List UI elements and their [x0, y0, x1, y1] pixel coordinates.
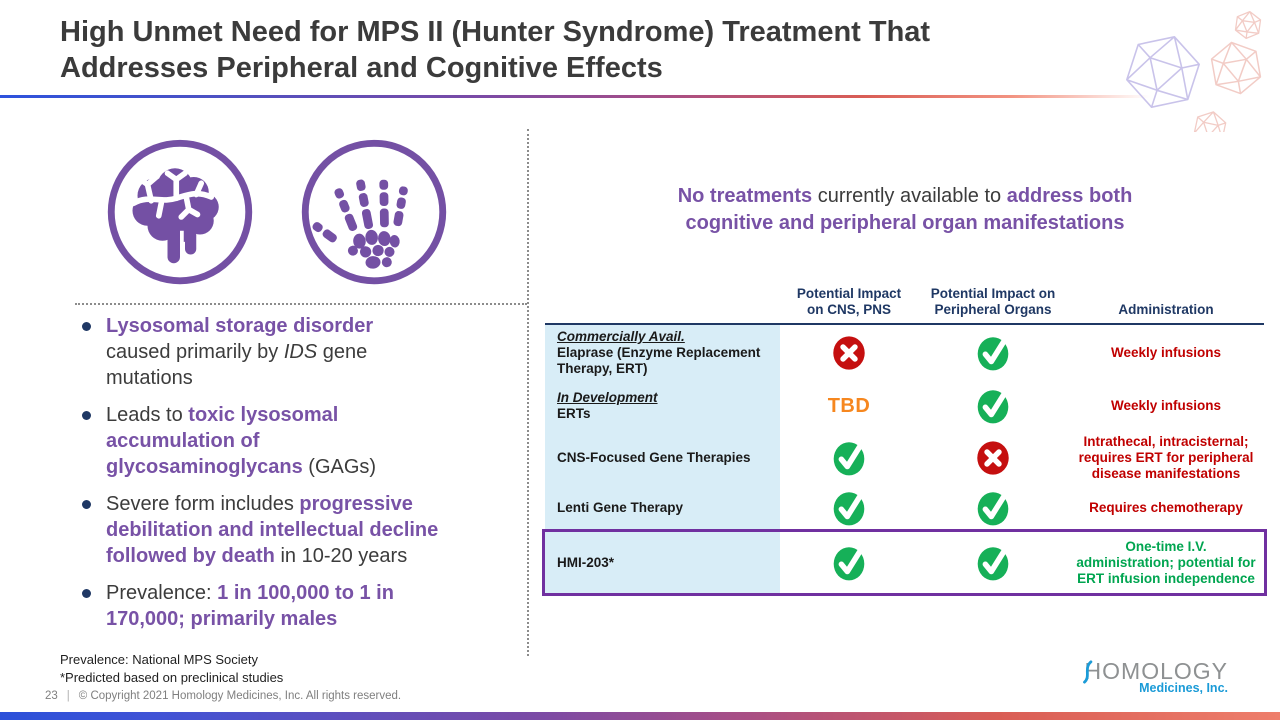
skeletal-hand-icon: [301, 139, 447, 285]
bottom-accent-bar: [0, 712, 1280, 720]
title-divider: [0, 95, 1150, 98]
table-row: Lenti Gene Therapy Requires chemotherapy: [545, 484, 1264, 532]
polyhedra-decoration-icon: [1105, 0, 1280, 132]
logo-wave-icon: [1082, 660, 1092, 684]
administration-cell: Intrathecal, intracisternal; requires ER…: [1078, 433, 1254, 481]
column-header: Administration: [1118, 302, 1214, 317]
bullet-dot: [82, 411, 91, 420]
footer-separator: |: [66, 690, 70, 702]
bullet-item: Leads to toxic lysosomal accumulation of…: [78, 402, 530, 480]
page-number: 23: [45, 690, 58, 702]
brain-icon: [107, 139, 253, 285]
cns-impact-cell: TBD: [780, 381, 918, 431]
text-segment: IDS: [283, 341, 318, 363]
cross-icon: [977, 440, 1009, 475]
bullet-item: Lysosomal storage disorder caused primar…: [78, 313, 530, 391]
text-segment: currently available to: [812, 185, 1007, 207]
text-segment: address both cognitive and peripheral or…: [685, 185, 1133, 234]
logo-text: HOMOLOGY: [1084, 658, 1228, 684]
therapy-name: Lenti Gene Therapy: [557, 500, 684, 515]
dotted-divider-horizontal: [75, 303, 527, 305]
text-segment: in 10-20 years: [274, 545, 408, 567]
bullet-item: Severe form includes progressive debilit…: [78, 491, 530, 569]
cns-impact-cell: [780, 325, 918, 381]
footnote: Prevalence: National MPS Society: [60, 652, 258, 667]
text-segment: progressive debilitation and intellectua…: [106, 493, 439, 567]
cns-impact-cell: [780, 431, 918, 484]
therapy-name-cell: CNS-Focused Gene Therapies: [545, 431, 780, 484]
tbd-label: TBD: [827, 394, 871, 417]
bullet-dot: [82, 500, 91, 509]
page-title: High Unmet Need for MPS II (Hunter Syndr…: [60, 16, 931, 84]
table-row-highlighted: HMI-203* One-time I.V. administration; p…: [542, 529, 1267, 596]
administration-cell: Weekly infusions: [1110, 398, 1222, 413]
check-icon: [977, 492, 1009, 526]
copyright: © Copyright 2021 Homology Medicines, Inc…: [78, 690, 402, 702]
text-segment: Prevalence:: [106, 582, 218, 604]
footer: 23 | © Copyright 2021 Homology Medicines, …: [45, 690, 401, 702]
therapy-name-cell: HMI-203*: [545, 532, 780, 593]
table-row: CNS-Focused Gene Therapies Intrathecal, …: [545, 431, 1264, 484]
peripheral-impact-cell: [918, 484, 1068, 532]
table-body: Commercially Avail.Elaprase (Enzyme Repl…: [542, 325, 1267, 596]
therapy-category: In Development: [557, 390, 658, 405]
cross-icon: [833, 336, 865, 370]
bullet-text: Lysosomal storage disorder caused primar…: [106, 313, 373, 391]
therapy-category: Commercially Avail.: [557, 329, 685, 344]
peripheral-impact-cell: [918, 431, 1068, 484]
check-icon: [833, 441, 865, 475]
text-segment: caused primarily by: [106, 341, 284, 363]
bullet-dot: [82, 322, 91, 331]
bullet-item: Prevalence: 1 in 100,000 to 1 in 170,000…: [78, 580, 530, 632]
homology-logo: HOMOLOGY Medicines, Inc.: [1082, 658, 1228, 695]
administration-cell: Weekly infusions: [1110, 345, 1222, 360]
administration-cell: One-time I.V. administration; potential …: [1076, 538, 1256, 586]
therapy-name: Elaprase (Enzyme Replacement Therapy, ER…: [557, 345, 761, 376]
footnote: *Predicted based on preclinical studies: [60, 670, 284, 685]
therapy-name: CNS-Focused Gene Therapies: [557, 449, 751, 465]
therapy-name: ERTs: [557, 406, 591, 421]
text-segment: 1 in 100,000 to 1 in 170,000; primarily …: [106, 582, 394, 630]
text-segment: No treatments: [677, 185, 813, 207]
peripheral-impact-cell: [918, 532, 1068, 593]
column-header: [545, 318, 780, 323]
check-icon: [833, 546, 865, 580]
therapy-name: HMI-203*: [557, 554, 615, 570]
text-segment: (GAGs): [302, 456, 377, 478]
bullet-text: Severe form includes progressive debilit…: [106, 491, 438, 569]
text-segment: Leads to: [106, 404, 189, 426]
therapy-name-cell: Lenti Gene Therapy: [545, 484, 780, 532]
therapy-name-cell: Commercially Avail.Elaprase (Enzyme Repl…: [545, 325, 780, 381]
dotted-divider-vertical: [527, 129, 529, 656]
cns-impact-cell: [780, 532, 918, 593]
table-row: Commercially Avail.Elaprase (Enzyme Repl…: [545, 325, 1264, 381]
peripheral-impact-cell: [918, 325, 1068, 381]
check-icon: [977, 546, 1009, 580]
text-segment: Severe form includes: [106, 493, 300, 515]
logo-tagline: Medicines, Inc.: [1139, 681, 1228, 695]
check-icon: [977, 337, 1009, 371]
bullet-text: Prevalence: 1 in 100,000 to 1 in 170,000…: [106, 580, 394, 632]
logo-wordmark: HOMOLOGY: [1082, 658, 1228, 684]
footnotes: Prevalence: National MPS Society *Predic…: [60, 651, 283, 687]
headline: No treatments currently available to add…: [545, 183, 1265, 237]
text-segment: gene mutations: [106, 341, 368, 389]
bullet-list: Lysosomal storage disorder caused primar…: [78, 313, 530, 643]
text-segment: Lysosomal storage disorder: [106, 315, 374, 337]
administration-cell: Requires chemotherapy: [1089, 500, 1243, 515]
check-icon: [833, 492, 865, 526]
text-segment: toxic lysosomal accumulation of glycosam…: [106, 404, 339, 478]
cns-impact-cell: [780, 484, 918, 532]
peripheral-impact-cell: [918, 381, 1068, 431]
check-icon: [977, 390, 1009, 424]
bullet-dot: [82, 589, 91, 598]
bullet-text: Leads to toxic lysosomal accumulation of…: [106, 402, 376, 480]
